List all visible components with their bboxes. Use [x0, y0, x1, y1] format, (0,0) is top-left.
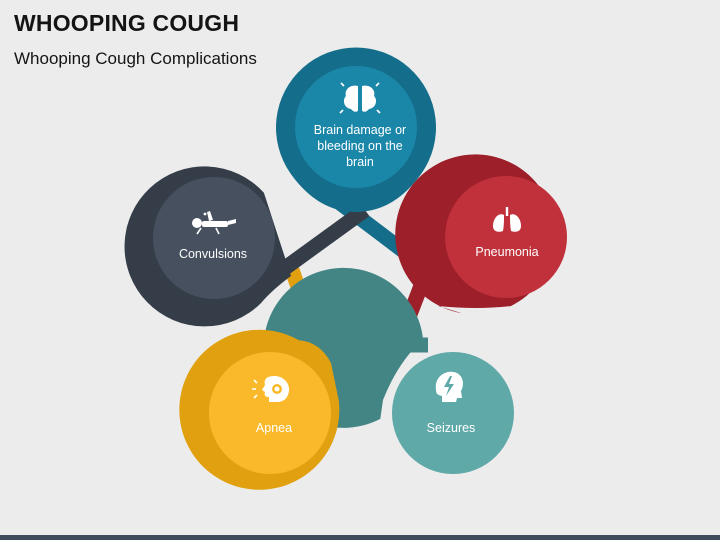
page-title: WHOOPING COUGH: [14, 10, 240, 36]
seizures-label: Seizures: [427, 421, 476, 435]
pneumonia-label: Pneumonia: [475, 245, 538, 259]
pneumonia-circle: [445, 176, 567, 298]
brain-circle: [295, 66, 417, 188]
node-brain: Brain damage or bleeding on the brain: [275, 47, 436, 213]
node-convulsions: Convulsions: [124, 166, 291, 327]
seizures-circle: [392, 352, 514, 474]
apnea-label: Apnea: [256, 421, 292, 435]
brain-label-line3: brain: [346, 155, 374, 169]
convulsions-label: Convulsions: [179, 247, 247, 261]
lying-person-icon: [192, 211, 236, 235]
breathing-head-icon: [252, 375, 290, 402]
page-subtitle: Whooping Cough Complications: [14, 49, 257, 68]
convulsions-tail: [280, 203, 370, 275]
apnea-circle: [209, 352, 331, 474]
lightning-head-icon: [435, 371, 463, 402]
node-pneumonia: Pneumonia: [395, 154, 567, 314]
brain-label: Brain damage or: [314, 123, 406, 137]
footer-bar: [0, 535, 720, 540]
convulsions-circle: [153, 177, 275, 299]
node-apnea: Apnea: [179, 329, 340, 490]
brain-label-line2: bleeding on the: [317, 139, 403, 153]
brain-icon: [339, 82, 381, 114]
lungs-icon: [493, 207, 521, 232]
